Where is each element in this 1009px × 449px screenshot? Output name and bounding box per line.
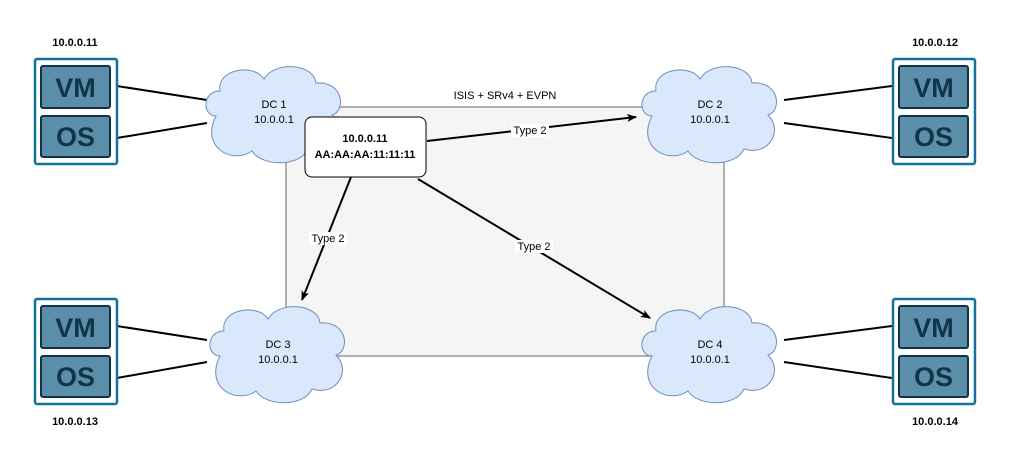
vm-label: VM: [913, 313, 954, 343]
vm-tile: [898, 305, 969, 349]
host-ip: 10.0.0.14: [912, 416, 959, 428]
edge-label-dc3: Type 2: [309, 232, 347, 245]
os-label: OS: [56, 122, 95, 152]
os-tile: [40, 355, 111, 398]
link-host2-vm: [783, 85, 893, 101]
link-host2-os: [783, 122, 893, 139]
host-ip: 10.0.0.13: [52, 416, 98, 428]
link-host1-vm: [116, 85, 208, 101]
datacenter-ip: 10.0.0.1: [690, 354, 730, 366]
link-host3-os: [116, 361, 208, 379]
datacenter-dc1: DC 1 10.0.0.1: [205, 66, 341, 164]
vm-label: VM: [55, 73, 96, 103]
host-ip: 10.0.0.12: [912, 37, 958, 49]
datacenter-name: DC 1: [261, 99, 286, 111]
os-tile: [40, 115, 111, 158]
host-ip: 10.0.0.11: [52, 37, 97, 49]
vm-tile: [40, 65, 111, 109]
datacenter-ip: 10.0.0.1: [258, 354, 298, 366]
datacenter-dc3: DC 3 10.0.0.1: [209, 306, 345, 404]
host-links: [116, 85, 893, 379]
edge-label-text: Type 2: [513, 125, 546, 137]
os-tile: [898, 355, 969, 398]
vm-tile: [898, 65, 969, 109]
os-label: OS: [914, 122, 953, 152]
host-1: 10.0.0.11 VM OS: [33, 37, 119, 166]
vm-label: VM: [913, 73, 954, 103]
datacenter-name: DC 3: [265, 339, 290, 351]
datacenter-ip: 10.0.0.1: [254, 114, 294, 126]
datacenter-dc4: DC 4 10.0.0.1: [641, 306, 777, 404]
edge-label-dc4: Type 2: [515, 240, 553, 253]
link-host4-vm: [783, 325, 893, 341]
datacenter-dc2: DC 2 10.0.0.1: [641, 66, 777, 164]
edge-label-text: Type 2: [311, 233, 344, 245]
fabric-label: ISIS + SRv4 + EVPN: [454, 90, 557, 102]
vm-tile: [40, 305, 111, 349]
edge-label-text: Type 2: [517, 241, 550, 253]
edge-label-dc2: Type 2: [511, 124, 549, 137]
link-host3-vm: [116, 325, 208, 341]
host-2: 10.0.0.12 VM OS: [891, 37, 977, 166]
link-host4-os: [783, 361, 893, 379]
os-label: OS: [56, 362, 95, 392]
datacenter-name: DC 2: [697, 99, 722, 111]
link-host1-os: [116, 122, 208, 139]
vm-label: VM: [55, 313, 96, 343]
os-tile: [898, 115, 969, 158]
datacenter-name: DC 4: [697, 339, 722, 351]
route-mac: AA:AA:AA:11:11:11: [315, 149, 416, 161]
host-3: VM OS 10.0.0.13: [33, 297, 119, 428]
os-label: OS: [914, 362, 953, 392]
mac-ip-route-box: 10.0.0.11 AA:AA:AA:11:11:11: [304, 116, 427, 178]
host-4: VM OS 10.0.0.14: [891, 297, 977, 428]
route-ip: 10.0.0.11: [342, 133, 387, 145]
datacenter-ip: 10.0.0.1: [690, 114, 730, 126]
